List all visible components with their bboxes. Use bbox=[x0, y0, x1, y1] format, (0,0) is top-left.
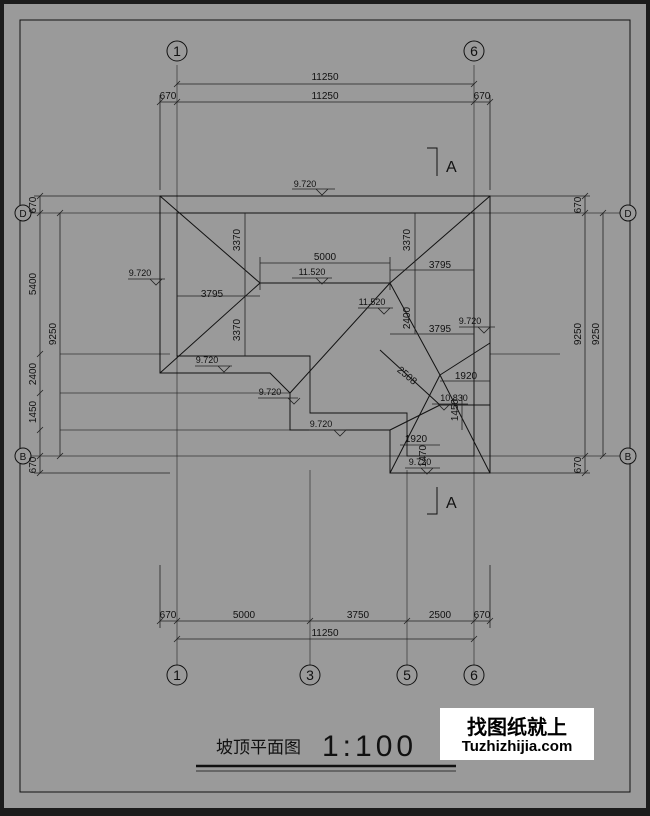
watermark-site-url: Tuzhizhijia.com bbox=[461, 738, 573, 755]
level-marker-triangles bbox=[128, 188, 495, 475]
dim-left-9250: 9250 bbox=[48, 322, 59, 345]
left-dimensions bbox=[34, 192, 170, 477]
svg-text:6: 6 bbox=[470, 43, 478, 59]
level-right-eave: 9.720 bbox=[459, 316, 482, 326]
dim-bottom-total: 11250 bbox=[311, 628, 339, 639]
level-bottom-eave: 9.720 bbox=[409, 457, 432, 467]
dim-1470: 1470 bbox=[418, 444, 429, 467]
dim-right-9250-b: 9250 bbox=[591, 322, 602, 345]
axis-bubble-1-top: 1 bbox=[166, 40, 188, 62]
dim-bottom-3750: 3750 bbox=[347, 610, 370, 621]
dim-bottom-5000: 5000 bbox=[233, 610, 256, 621]
svg-text:D: D bbox=[624, 209, 631, 220]
dim-top-left-offset: 670 bbox=[160, 91, 177, 102]
section-mark-top bbox=[427, 147, 438, 176]
bottom-dimensions bbox=[156, 565, 494, 643]
svg-text:B: B bbox=[625, 452, 632, 463]
dim-1920-a: 1920 bbox=[455, 371, 478, 382]
dim-left-670-bottom: 670 bbox=[28, 456, 39, 473]
dim-left-1450: 1450 bbox=[28, 400, 39, 423]
axis-bubble-3-bottom: 3 bbox=[299, 664, 321, 686]
axis-bubble-B-left: B bbox=[14, 447, 32, 465]
level-ridge-left: 11.520 bbox=[299, 267, 326, 277]
dim-right-9250-a: 9250 bbox=[573, 322, 584, 345]
svg-text:6: 6 bbox=[470, 667, 478, 683]
dim-3370-1: 3370 bbox=[232, 228, 243, 251]
top-dimensions bbox=[156, 80, 494, 190]
dim-bottom-right-offset: 670 bbox=[474, 610, 491, 621]
section-label-top: A bbox=[446, 159, 457, 176]
dim-left-670-top: 670 bbox=[28, 196, 39, 213]
level-ridge-right: 11.520 bbox=[359, 297, 386, 307]
level-mid-left-eave: 9.720 bbox=[196, 355, 219, 365]
axis-bubble-D-right: D bbox=[619, 204, 637, 222]
axis-bubble-6-top: 6 bbox=[463, 40, 485, 62]
level-left-eave: 9.720 bbox=[129, 268, 152, 278]
dim-3370-2: 3370 bbox=[232, 318, 243, 341]
svg-text:5: 5 bbox=[403, 667, 411, 683]
roof-ridges-hips bbox=[159, 195, 491, 474]
dim-top-total-2: 11250 bbox=[311, 91, 339, 102]
dim-3795-right-1: 3795 bbox=[429, 260, 452, 271]
axis-bubble-D-left: D bbox=[14, 204, 32, 222]
svg-text:1: 1 bbox=[173, 667, 181, 683]
dim-3370-3: 3370 bbox=[402, 228, 413, 251]
dim-2400-interior: 2400 bbox=[402, 306, 413, 329]
right-dimensions bbox=[490, 192, 607, 477]
level-10830: 10.830 bbox=[440, 393, 468, 403]
paper bbox=[4, 4, 646, 808]
watermark-logo: 找图纸就上 Tuzhizhijia.com bbox=[440, 708, 594, 760]
dim-right-670-bottom: 670 bbox=[573, 456, 584, 473]
drawing-scale: 1:100 bbox=[322, 730, 417, 763]
level-step-1: 9.720 bbox=[259, 387, 282, 397]
watermark-chinese-text: 找图纸就上 bbox=[467, 715, 567, 739]
dim-right-670-top: 670 bbox=[573, 196, 584, 213]
axis-bubble-1-bottom: 1 bbox=[166, 664, 188, 686]
section-label-bottom: A bbox=[446, 495, 457, 512]
drawing-title: 坡顶平面图 bbox=[216, 738, 301, 757]
svg-text:D: D bbox=[19, 209, 26, 220]
level-step-2: 9.720 bbox=[310, 419, 333, 429]
svg-text:1: 1 bbox=[173, 43, 181, 59]
level-top-eave: 9.720 bbox=[294, 179, 317, 189]
svg-text:B: B bbox=[20, 452, 27, 463]
dim-top-total: 11250 bbox=[311, 72, 339, 83]
axis-bubble-5-bottom: 5 bbox=[396, 664, 418, 686]
interior-dimensions bbox=[177, 213, 490, 446]
dim-1920-b: 1920 bbox=[405, 434, 428, 445]
dim-3795-left: 3795 bbox=[201, 289, 224, 300]
drawing-frame bbox=[19, 19, 631, 793]
grid-axes bbox=[30, 65, 620, 665]
dim-top-right-offset: 670 bbox=[474, 91, 491, 102]
dim-left-2400: 2400 bbox=[28, 362, 39, 385]
axis-bubble-6-bottom: 6 bbox=[463, 664, 485, 686]
dim-left-5400: 5400 bbox=[28, 272, 39, 295]
section-mark-bottom bbox=[427, 487, 438, 515]
dim-3795-right-2: 3795 bbox=[429, 324, 452, 335]
svg-text:3: 3 bbox=[306, 667, 314, 683]
dim-1450-interior: 1450 bbox=[450, 398, 461, 421]
dim-5000-interior: 5000 bbox=[314, 252, 337, 263]
axis-bubble-B-right: B bbox=[619, 447, 637, 465]
dim-bottom-2500: 2500 bbox=[429, 610, 452, 621]
dim-bottom-left-offset: 670 bbox=[160, 610, 177, 621]
